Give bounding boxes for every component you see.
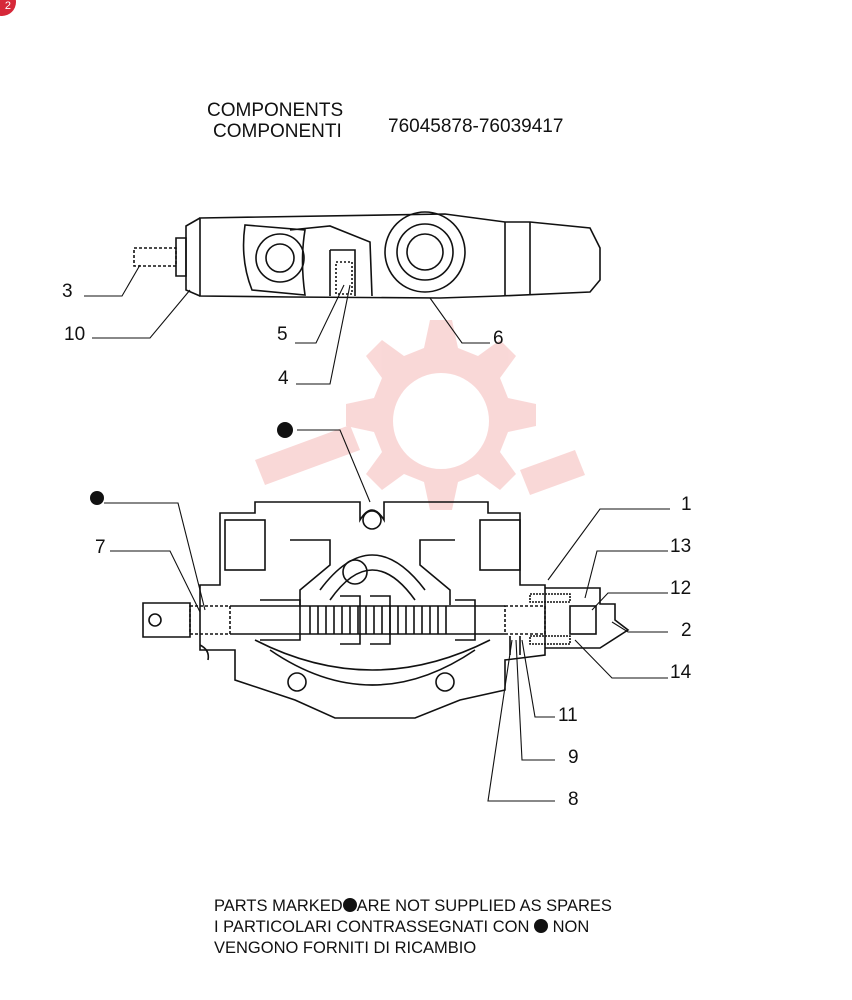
- callout-5: 5: [277, 324, 288, 345]
- section-view-valve: [142, 501, 630, 719]
- callout-8: 8: [568, 789, 579, 810]
- callout-6: 6: [493, 328, 504, 349]
- callout-4: 4: [278, 368, 289, 389]
- callout-13: 13: [670, 536, 691, 557]
- callout-12: 12: [670, 578, 691, 599]
- callout-3: 3: [62, 281, 73, 302]
- callout-10: 10: [64, 324, 85, 345]
- not-supplied-marker-dot: [277, 422, 293, 438]
- bullet-dot-icon: [533, 919, 548, 933]
- callout-2: 2: [681, 620, 692, 641]
- bullet-dot-icon: [342, 898, 357, 912]
- callout-11: 11: [558, 705, 578, 726]
- part-number-code: 76045878-76039417: [388, 116, 564, 137]
- callout-9: 9: [568, 747, 579, 768]
- callout-7: 7: [95, 537, 106, 558]
- callout-labels: 3 10 5 4 6 7 1 13 12 2 14 11 9 8: [62, 281, 692, 810]
- title-block: COMPONENTS COMPONENTI: [207, 100, 343, 142]
- leader-lines: [84, 264, 670, 802]
- callout-14: 14: [670, 662, 692, 683]
- not-supplied-marker-dot: [90, 491, 104, 505]
- title-english: COMPONENTS: [207, 100, 344, 121]
- top-view-valve: [133, 211, 601, 299]
- note-line-2: I PARTICOLARI CONTRASSEGNATI CON NON: [214, 918, 590, 936]
- note-line-3: VENGONO FORNITI DI RICAMBIO: [214, 939, 477, 957]
- watermark-gear-icon: [255, 320, 585, 510]
- callout-1: 1: [681, 494, 692, 515]
- title-italian: COMPONENTI: [213, 121, 342, 142]
